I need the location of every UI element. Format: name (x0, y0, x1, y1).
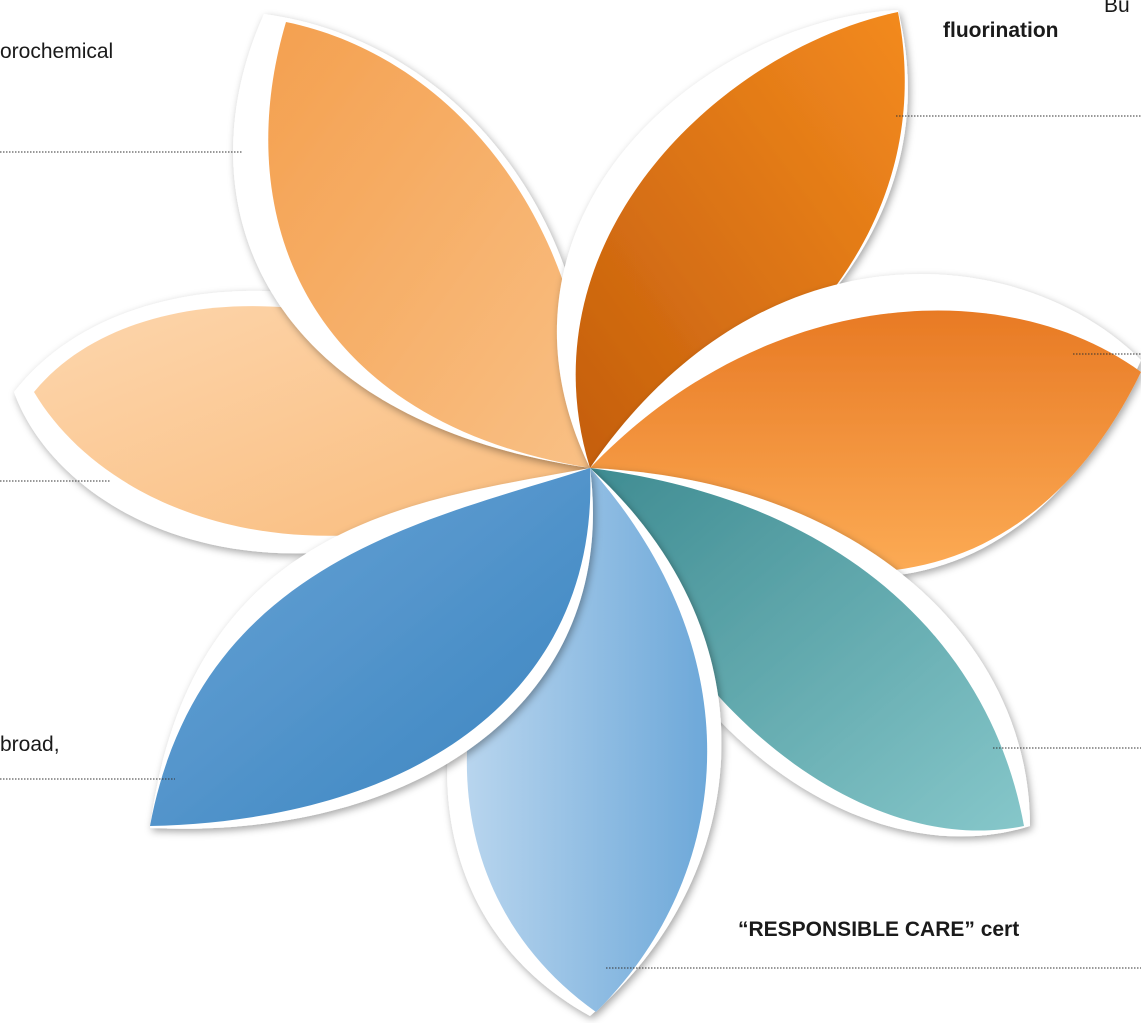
label-top-right-line2: fluorination (943, 19, 1059, 42)
petal-teal (590, 468, 1030, 837)
label-top-left: orochemical (0, 40, 114, 63)
petal-blue (150, 468, 593, 829)
petal-top-right (556, 10, 908, 468)
label-mid-left: broad, (0, 733, 60, 756)
label-bottom-right: “RESPONSIBLE CARE” cert (738, 918, 1020, 941)
leader-lines (0, 115, 1141, 969)
petal-top-left (233, 14, 592, 468)
label-top-right-line1: Bu (1104, 0, 1130, 17)
